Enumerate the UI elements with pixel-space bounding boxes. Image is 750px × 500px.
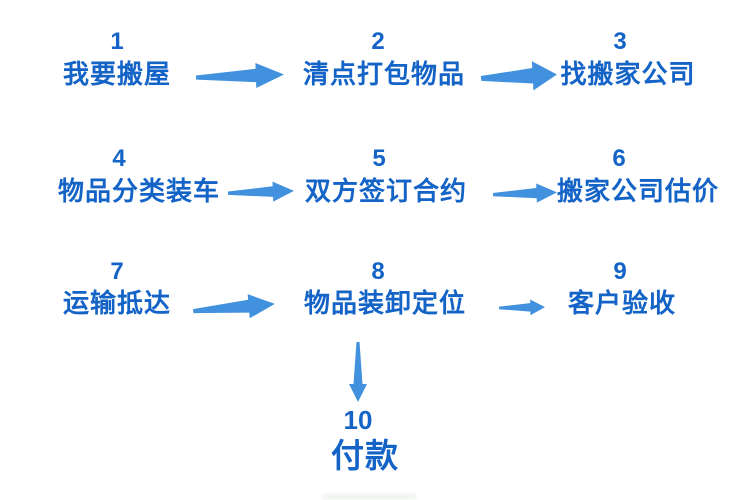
arrow-right-icon [498, 298, 545, 318]
step-label: 我要搬屋 [62, 59, 171, 89]
step-number: 7 [110, 258, 124, 285]
step-label: 物品装卸定位 [303, 288, 466, 318]
step-number: 4 [112, 145, 126, 172]
step-label: 双方签订合约 [304, 176, 467, 206]
step-label: 付款 [331, 437, 399, 474]
step-number: 10 [343, 405, 373, 435]
arrow-right-icon [195, 59, 285, 92]
step-number: 8 [371, 258, 385, 285]
step-label: 清点打包物品 [302, 59, 465, 89]
cutoff-artifact [322, 493, 417, 500]
step-number: 9 [613, 258, 627, 285]
step-number: 3 [613, 28, 627, 55]
arrow-right-icon [192, 289, 276, 325]
step-label: 客户验收 [567, 288, 676, 318]
step-label: 找搬家公司 [560, 59, 696, 89]
arrow-right-icon [227, 179, 295, 205]
step-label: 搬家公司估价 [556, 176, 719, 206]
arrow-right-icon [492, 181, 558, 206]
step-number: 2 [371, 28, 385, 55]
step-label: 运输抵达 [62, 288, 171, 318]
arrow-down-icon [348, 342, 368, 402]
step-label: 物品分类装车 [57, 176, 220, 206]
step-number: 6 [612, 145, 626, 172]
step-number: 5 [372, 145, 386, 172]
arrow-right-icon [480, 57, 558, 96]
step-number: 1 [110, 28, 124, 55]
